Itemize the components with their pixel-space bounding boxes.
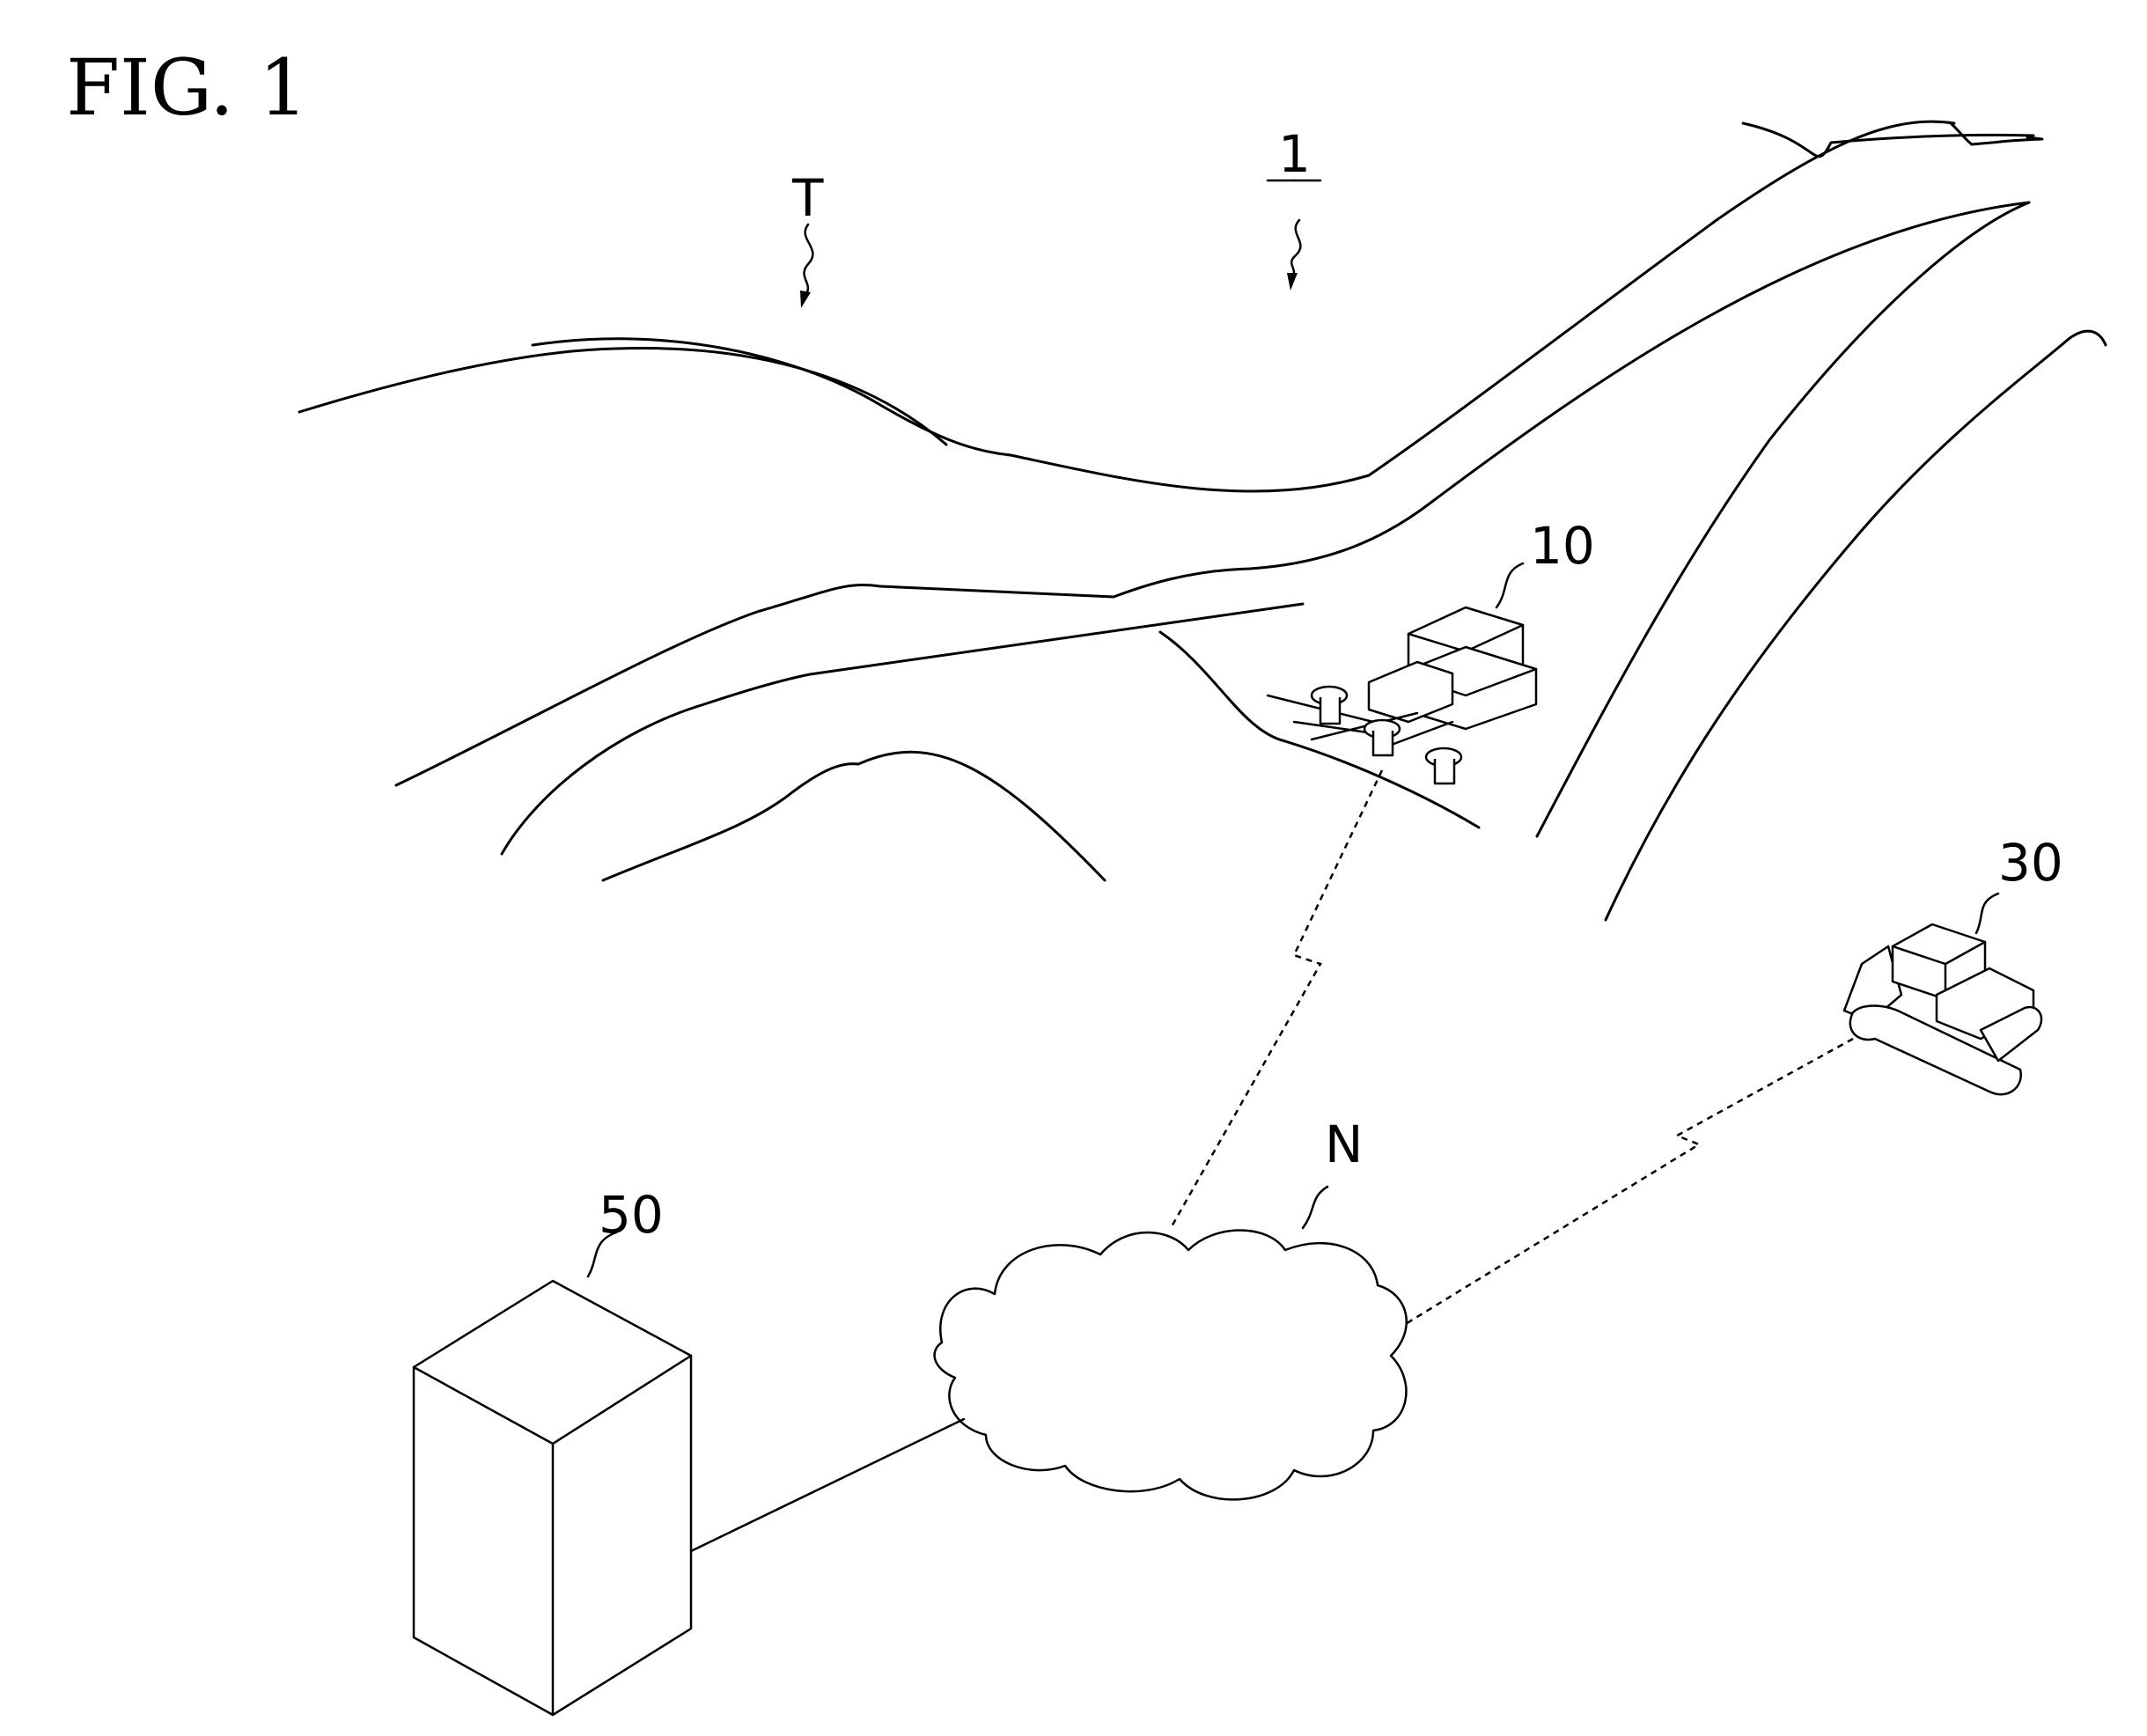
label-bulldozer: 30 — [1998, 833, 2063, 893]
figure-title: FIG. 1 — [66, 42, 308, 133]
label-system: 1 — [1278, 124, 1311, 184]
label-drone: 10 — [1530, 516, 1595, 576]
terrain-lines — [298, 120, 2107, 922]
label-network: N — [1325, 1114, 1363, 1174]
callout-arrows — [800, 179, 1322, 308]
label-terrain: T — [791, 168, 824, 228]
connection-lines — [689, 769, 1854, 1553]
bulldozer-icon — [1842, 892, 2043, 1096]
server-icon — [412, 1231, 693, 1717]
label-server: 50 — [599, 1185, 664, 1245]
network-cloud-icon — [933, 1185, 1408, 1501]
drone-icon — [1266, 562, 1538, 785]
